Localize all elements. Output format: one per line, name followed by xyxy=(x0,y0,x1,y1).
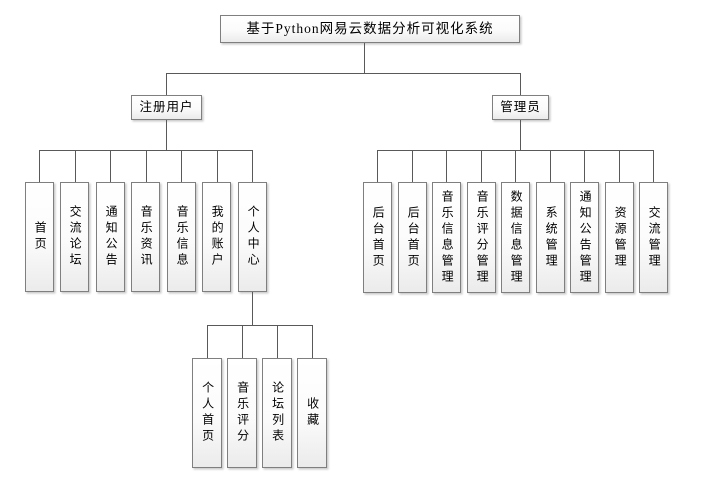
connector-line xyxy=(75,150,76,182)
connector-line xyxy=(166,73,521,74)
connector-line xyxy=(277,325,278,358)
connector-line xyxy=(207,325,313,326)
node-communication-mgmt: 交流管理 xyxy=(639,182,668,293)
connector-line xyxy=(312,325,313,358)
node-backend-home-1: 后台首页 xyxy=(363,182,392,293)
node-system-mgmt: 系统管理 xyxy=(536,182,565,293)
connector-line xyxy=(653,150,654,182)
connector-line xyxy=(520,120,521,150)
connector-line xyxy=(181,150,182,182)
node-backend-home-2: 后台首页 xyxy=(398,182,427,293)
node-personal-home: 个人首页 xyxy=(192,358,222,468)
node-root: 基于Python网易云数据分析可视化系统 xyxy=(220,15,520,43)
node-music-info: 音乐信息 xyxy=(167,182,196,292)
connector-line xyxy=(619,150,620,182)
connector-line xyxy=(252,292,253,325)
connector-line xyxy=(166,73,167,95)
connector-line xyxy=(584,150,585,182)
node-resource-mgmt: 资源管理 xyxy=(605,182,634,293)
connector-line xyxy=(550,150,551,182)
node-registered-user: 注册用户 xyxy=(131,95,202,120)
node-music-rating-mgmt: 音乐评分管理 xyxy=(467,182,496,293)
connector-line xyxy=(217,150,218,182)
node-music-news: 音乐资讯 xyxy=(131,182,160,292)
node-music-rating: 音乐评分 xyxy=(227,358,257,468)
node-admin: 管理员 xyxy=(492,95,549,120)
node-notice: 通知公告 xyxy=(96,182,125,292)
node-personal-center: 个人中心 xyxy=(238,182,267,292)
connector-line xyxy=(252,150,253,182)
node-music-info-mgmt: 音乐信息管理 xyxy=(432,182,461,293)
node-home: 首页 xyxy=(25,182,54,292)
node-data-info-mgmt: 数据信息管理 xyxy=(501,182,530,293)
node-forum: 交流论坛 xyxy=(60,182,89,292)
connector-line xyxy=(207,325,208,358)
connector-line xyxy=(481,150,482,182)
connector-line xyxy=(39,150,40,182)
node-notice-mgmt: 通知公告管理 xyxy=(570,182,599,293)
connector-line xyxy=(446,150,447,182)
connector-line xyxy=(412,150,413,182)
connector-line xyxy=(520,73,521,95)
node-favorites: 收藏 xyxy=(297,358,327,468)
connector-line xyxy=(166,120,167,150)
connector-line xyxy=(515,150,516,182)
node-forum-list: 论坛列表 xyxy=(262,358,292,468)
connector-line xyxy=(377,150,378,182)
connector-line xyxy=(364,43,365,73)
connector-line xyxy=(110,150,111,182)
connector-line xyxy=(242,325,243,358)
connector-line xyxy=(146,150,147,182)
node-my-account: 我的账户 xyxy=(202,182,231,292)
